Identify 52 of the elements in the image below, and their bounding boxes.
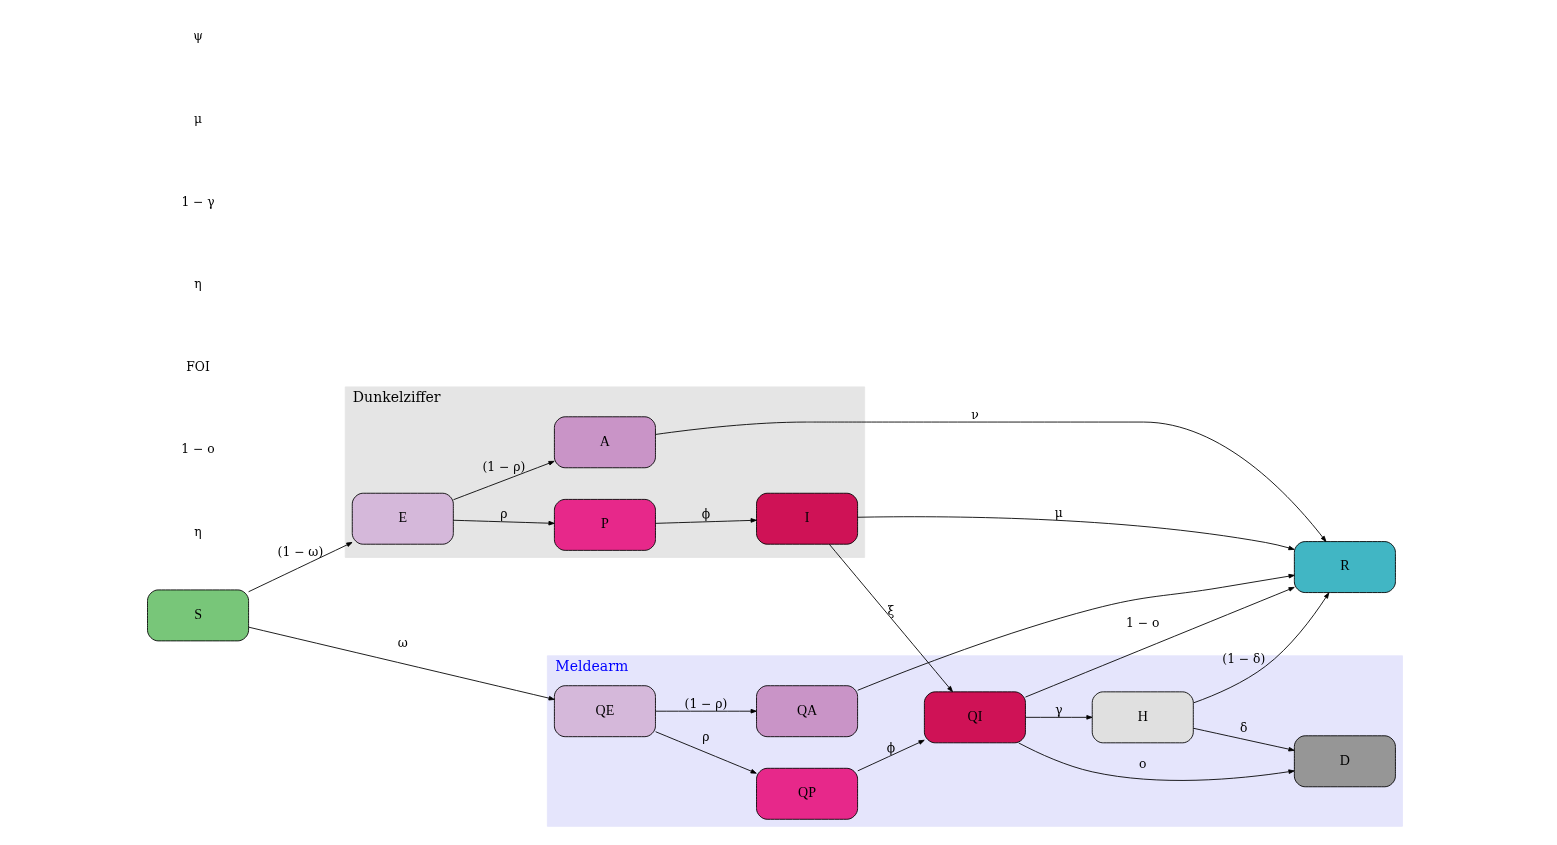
arrow: [655, 421, 1327, 542]
label: μ: [194, 112, 203, 126]
arrow: [248, 542, 353, 593]
label: η: [194, 525, 202, 540]
arrow: [857, 573, 1295, 691]
arrow: [857, 739, 925, 772]
edge-label: ω: [397, 636, 408, 651]
arrow: [248, 626, 555, 701]
arrow: [828, 543, 953, 692]
edge-label: (1 − ρ): [482, 459, 526, 474]
node-box: QP: [756, 767, 859, 820]
edge-label: δ: [1240, 720, 1248, 735]
edge-label: ϕ: [886, 740, 896, 755]
edge-label: o: [1139, 757, 1147, 772]
edge-label: (1 − ω): [277, 544, 324, 559]
edge-label: (1 − δ): [1222, 652, 1266, 667]
node-box: R: [1293, 541, 1396, 593]
node-box: QI: [923, 691, 1026, 744]
node-box: QA: [756, 685, 859, 738]
arrow: [1193, 727, 1295, 752]
edge-label: μ: [1054, 506, 1063, 521]
edge-label: ξ: [887, 603, 895, 618]
label: 1 − γ: [181, 194, 215, 209]
arrow: [1018, 742, 1295, 781]
node-box: A: [553, 416, 656, 469]
arrow: [655, 518, 757, 524]
edge-label: γ: [1055, 703, 1063, 717]
edge-label: 1 − o: [1126, 616, 1160, 630]
node-box: D: [1293, 735, 1396, 788]
label: ψ: [193, 29, 203, 44]
arrow: [1193, 592, 1330, 704]
node-box: S: [147, 589, 249, 642]
arrow: [857, 516, 1295, 551]
arrow: [1025, 715, 1093, 720]
node-box: QE: [553, 685, 656, 738]
arrow: [655, 731, 757, 774]
label: η: [194, 277, 202, 292]
edge-label: ϕ: [701, 507, 711, 522]
arrow: [1025, 586, 1295, 698]
edge-label: (1 − ρ): [684, 696, 728, 711]
arrow: [655, 708, 757, 714]
node-box: I: [756, 492, 859, 545]
edge-label: ρ: [702, 730, 710, 745]
node-box: E: [351, 492, 454, 545]
arrow: [453, 460, 555, 501]
label: FOI: [186, 359, 210, 374]
node-box: P: [553, 498, 656, 551]
edge-label: ν: [971, 407, 979, 422]
arrow: [453, 519, 555, 526]
edge-label: ρ: [500, 507, 508, 522]
node-box: H: [1091, 691, 1194, 744]
label: 1 − o: [181, 442, 215, 457]
